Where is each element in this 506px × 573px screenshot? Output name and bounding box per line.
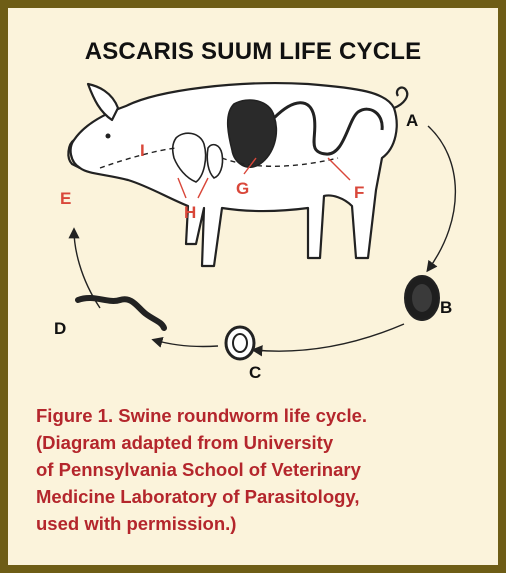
egg-c-icon: [226, 327, 254, 359]
caption-line: Figure 1. Swine roundworm life cycle.: [36, 402, 486, 429]
label-d: D: [54, 319, 66, 338]
label-g: G: [236, 179, 249, 198]
label-i: I: [140, 141, 145, 160]
egg-b-icon: [405, 276, 439, 320]
caption-line: Medicine Laboratory of Parasitology,: [36, 483, 486, 510]
label-b: B: [440, 298, 452, 317]
label-f: F: [354, 183, 364, 202]
label-a: A: [406, 111, 418, 130]
label-c: C: [249, 363, 261, 382]
caption-line: used with permission.): [36, 510, 486, 537]
label-h: H: [184, 203, 196, 222]
label-e: E: [60, 189, 71, 208]
caption-line: (Diagram adapted from University: [36, 429, 486, 456]
figure-caption: Figure 1. Swine roundworm life cycle. (D…: [36, 402, 486, 537]
caption-line: of Pennsylvania School of Veterinary: [36, 456, 486, 483]
larva-d-icon: [78, 298, 164, 328]
